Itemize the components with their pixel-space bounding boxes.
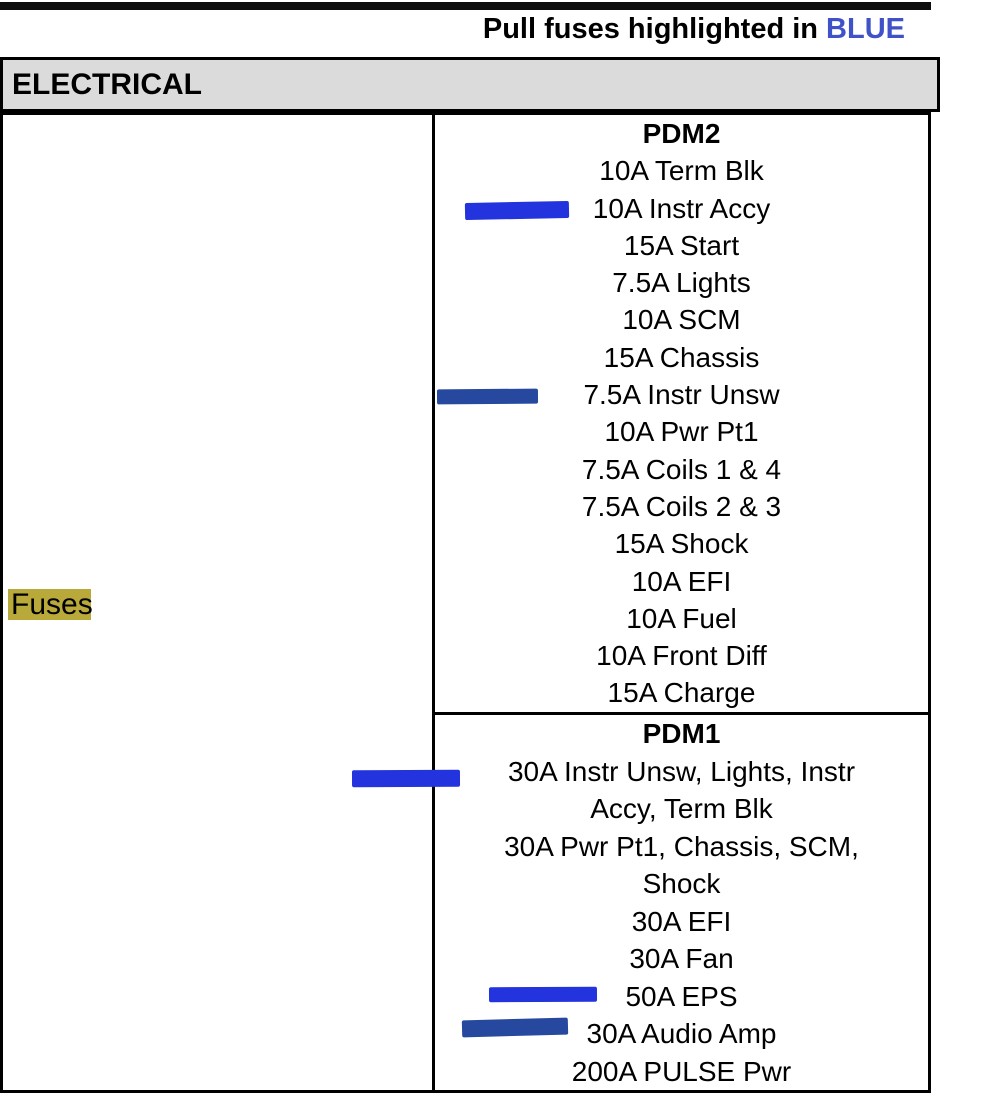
pdm2-title: PDM2 bbox=[642, 118, 721, 149]
fuse-entry: 7.5A Lights bbox=[612, 267, 751, 299]
fuse-entry: Accy, Term Blk bbox=[590, 793, 773, 824]
fuse-table: Fuses PDM2 10A Term Blk 10A Instr Accy 15A… bbox=[0, 112, 931, 1093]
fuse-entry: 30A Fan bbox=[629, 943, 734, 974]
fuse-lists-cell: PDM2 10A Term Blk 10A Instr Accy 15A Start… bbox=[435, 115, 928, 1090]
fuse-entry: 15A Chassis bbox=[603, 341, 760, 373]
fuse-entry: 15A Charge bbox=[607, 677, 756, 709]
fuse-entry: 10A SCM bbox=[622, 304, 741, 336]
fuse-entry: 7.5A Instr Unsw bbox=[583, 379, 780, 411]
fuse-entry: 30A Pwr Pt1, Chassis, SCM, bbox=[504, 830, 859, 862]
pdm2-list: 10A Term Blk 10A Instr Accy 15A Start 7.5A … bbox=[435, 152, 928, 711]
title-blue-word: BLUE bbox=[826, 13, 905, 45]
fuse-entry: 15A Shock bbox=[614, 528, 749, 560]
fuse-entry: 30A Audio Amp bbox=[586, 1018, 777, 1049]
pdm2-cell: PDM2 10A Term Blk 10A Instr Accy 15A Start… bbox=[435, 115, 928, 715]
fuses-label-text: Fuses bbox=[11, 588, 93, 621]
pdm1-title: PDM1 bbox=[642, 718, 721, 749]
fuse-entry: 15A Start bbox=[623, 229, 740, 261]
fuse-entry: 10A EFI bbox=[631, 565, 732, 597]
fuse-entry: 50A EPS bbox=[625, 980, 738, 1012]
fuse-entry: 10A Front Diff bbox=[596, 640, 767, 672]
fuse-entry: 10A Term Blk bbox=[599, 155, 764, 187]
page-title: Pull fuses highlighted in BLUE bbox=[390, 13, 905, 46]
fuse-entry: 10A Fuel bbox=[626, 602, 737, 634]
fuse-entry: 30A Instr Unsw, Lights, Instr bbox=[507, 755, 856, 787]
fuse-entry: 200A PULSE Pwr bbox=[571, 1055, 792, 1087]
fuse-entry: 7.5A Coils 2 & 3 bbox=[581, 490, 782, 522]
top-divider-bar bbox=[0, 2, 931, 10]
fuse-entry: 10A Instr Accy bbox=[592, 192, 771, 224]
section-header-electrical: ELECTRICAL bbox=[0, 57, 940, 112]
fuses-label: Fuses bbox=[8, 587, 138, 627]
yellow-highlight bbox=[8, 589, 91, 620]
fuse-entry: Shock bbox=[642, 868, 721, 899]
title-text: Pull fuses highlighted in bbox=[482, 13, 827, 45]
fuse-entry: 10A Pwr Pt1 bbox=[604, 416, 759, 448]
fuse-entry: 30A EFI bbox=[631, 905, 732, 937]
row-label-cell: Fuses bbox=[3, 115, 435, 1090]
fuse-entry: 7.5A Coils 1 & 4 bbox=[581, 453, 782, 485]
